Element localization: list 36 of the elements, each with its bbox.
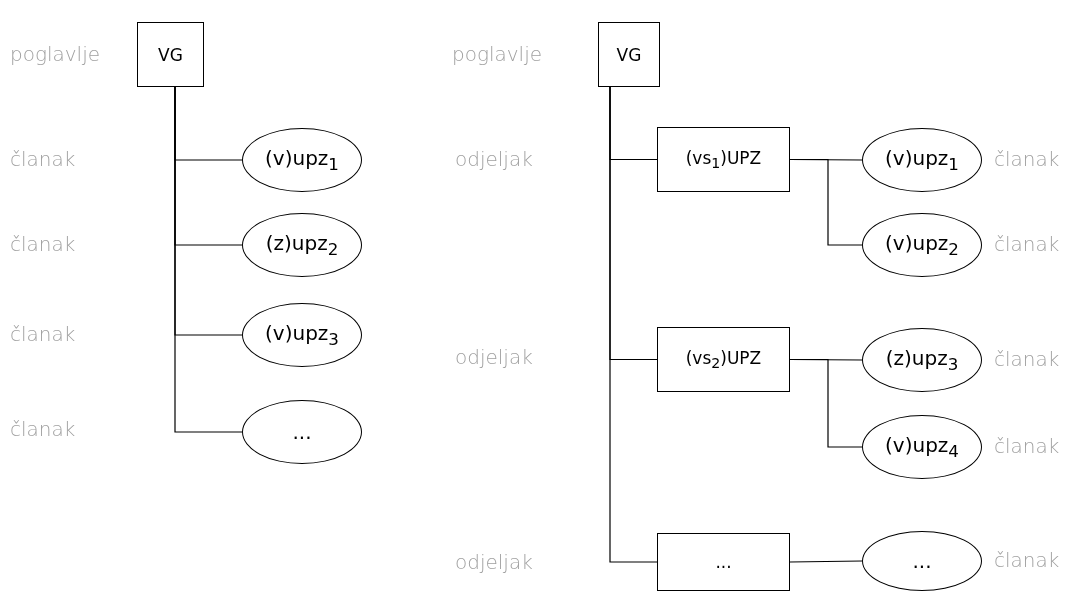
level-label: članak bbox=[10, 417, 76, 441]
level-label: poglavlje bbox=[10, 42, 100, 66]
node-label: (v)upz$_{3}$ bbox=[265, 321, 339, 349]
node-label: (z)upz$_{3}$ bbox=[885, 346, 959, 374]
node-label: VG bbox=[616, 44, 642, 65]
node-label: (vs$_{2}$)UPZ bbox=[685, 347, 762, 372]
level-label: članak bbox=[994, 147, 1060, 171]
node-label: ... bbox=[292, 420, 312, 444]
level-label: članak bbox=[994, 548, 1060, 572]
level-label: članak bbox=[994, 347, 1060, 371]
node-label: (vs$_{1}$)UPZ bbox=[685, 147, 762, 172]
level-label: odjeljak bbox=[455, 147, 533, 171]
process-box bbox=[657, 533, 790, 591]
connector-line bbox=[789, 560, 863, 563]
process-box bbox=[137, 22, 204, 87]
level-label: odjeljak bbox=[455, 550, 533, 574]
level-label: članak bbox=[10, 232, 76, 256]
node-label: (v)upz$_{1}$ bbox=[885, 146, 959, 174]
level-label: odjeljak bbox=[455, 345, 533, 369]
node-label: ... bbox=[912, 549, 932, 573]
level-label: članak bbox=[10, 147, 76, 171]
node-label: ... bbox=[715, 552, 732, 572]
node-label: (v)upz$_{4}$ bbox=[885, 433, 959, 461]
level-label: poglavlje bbox=[452, 42, 542, 66]
node-label: (z)upz$_{2}$ bbox=[265, 231, 339, 259]
connector-line bbox=[609, 86, 658, 563]
level-label: članak bbox=[994, 434, 1060, 458]
process-box bbox=[657, 127, 790, 192]
level-label: članak bbox=[10, 322, 76, 346]
node-label: VG bbox=[158, 44, 183, 65]
node-label: (v)upz$_{2}$ bbox=[885, 231, 959, 259]
node-label: (v)upz$_{1}$ bbox=[265, 146, 339, 174]
process-box bbox=[598, 22, 660, 87]
connector-line bbox=[174, 86, 243, 433]
level-label: članak bbox=[994, 232, 1060, 256]
process-box bbox=[657, 327, 790, 392]
